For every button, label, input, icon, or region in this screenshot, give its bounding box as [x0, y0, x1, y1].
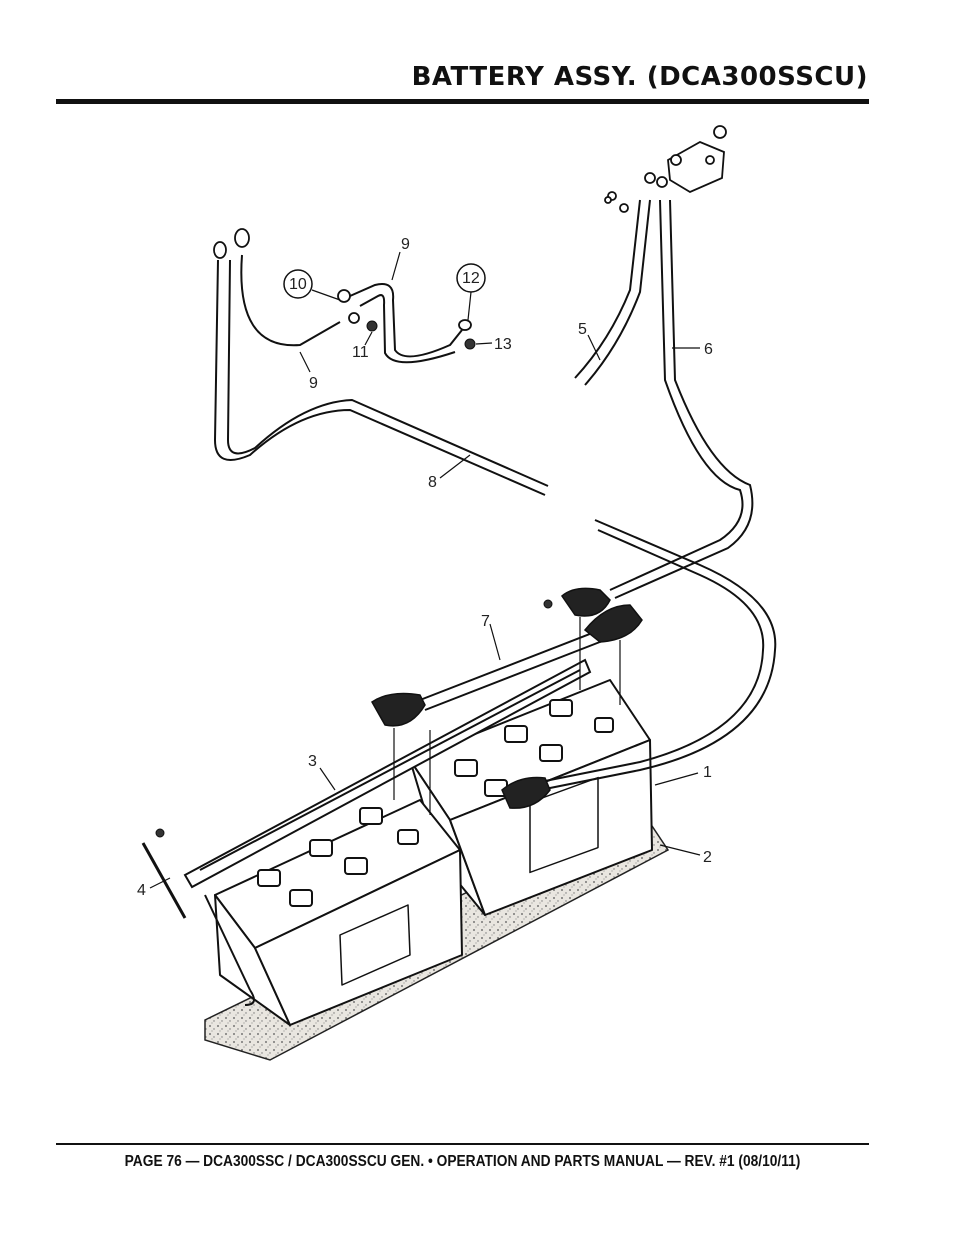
page-footer: PAGE 76 — DCA300SSC / DCA300SSCU GEN. • …: [124, 1153, 801, 1170]
page-title: BATTERY ASSY. (DCA300SSCU): [411, 62, 868, 92]
callout-9-upper: 9: [401, 236, 410, 253]
footer-rule: [56, 1143, 869, 1145]
callout-9-lower: 9: [309, 375, 318, 392]
callout-6: 6: [704, 341, 713, 358]
hold-down-rod: [141, 658, 592, 1006]
callout-4: 4: [137, 882, 146, 899]
title-rule: [56, 99, 869, 104]
callout-8: 8: [428, 474, 437, 491]
battery-cables: [199, 199, 777, 871]
fasteners: [155, 320, 553, 838]
callout-11: 11: [352, 344, 369, 361]
callout-5: 5: [578, 321, 587, 338]
callout-2: 2: [703, 849, 712, 866]
callout-12: 12: [462, 270, 480, 287]
cable-eyelets: [213, 228, 472, 331]
cable-terminals: [371, 587, 643, 809]
battery-rear: [409, 679, 653, 916]
callout-13: 13: [494, 336, 512, 353]
callout-7: 7: [481, 613, 490, 630]
terminal-leader-lines: [393, 617, 621, 815]
callout-1: 1: [703, 764, 712, 781]
callout-leaders: [149, 251, 701, 889]
callout-circles: [283, 263, 486, 299]
callout-labels: 1 2 3 4 5 6 7 8 9 9 10 11 12 13: [137, 236, 713, 899]
battery-switch: [604, 125, 727, 213]
battery-front: [214, 799, 463, 1026]
callout-3: 3: [308, 753, 317, 770]
callout-10: 10: [289, 276, 307, 293]
